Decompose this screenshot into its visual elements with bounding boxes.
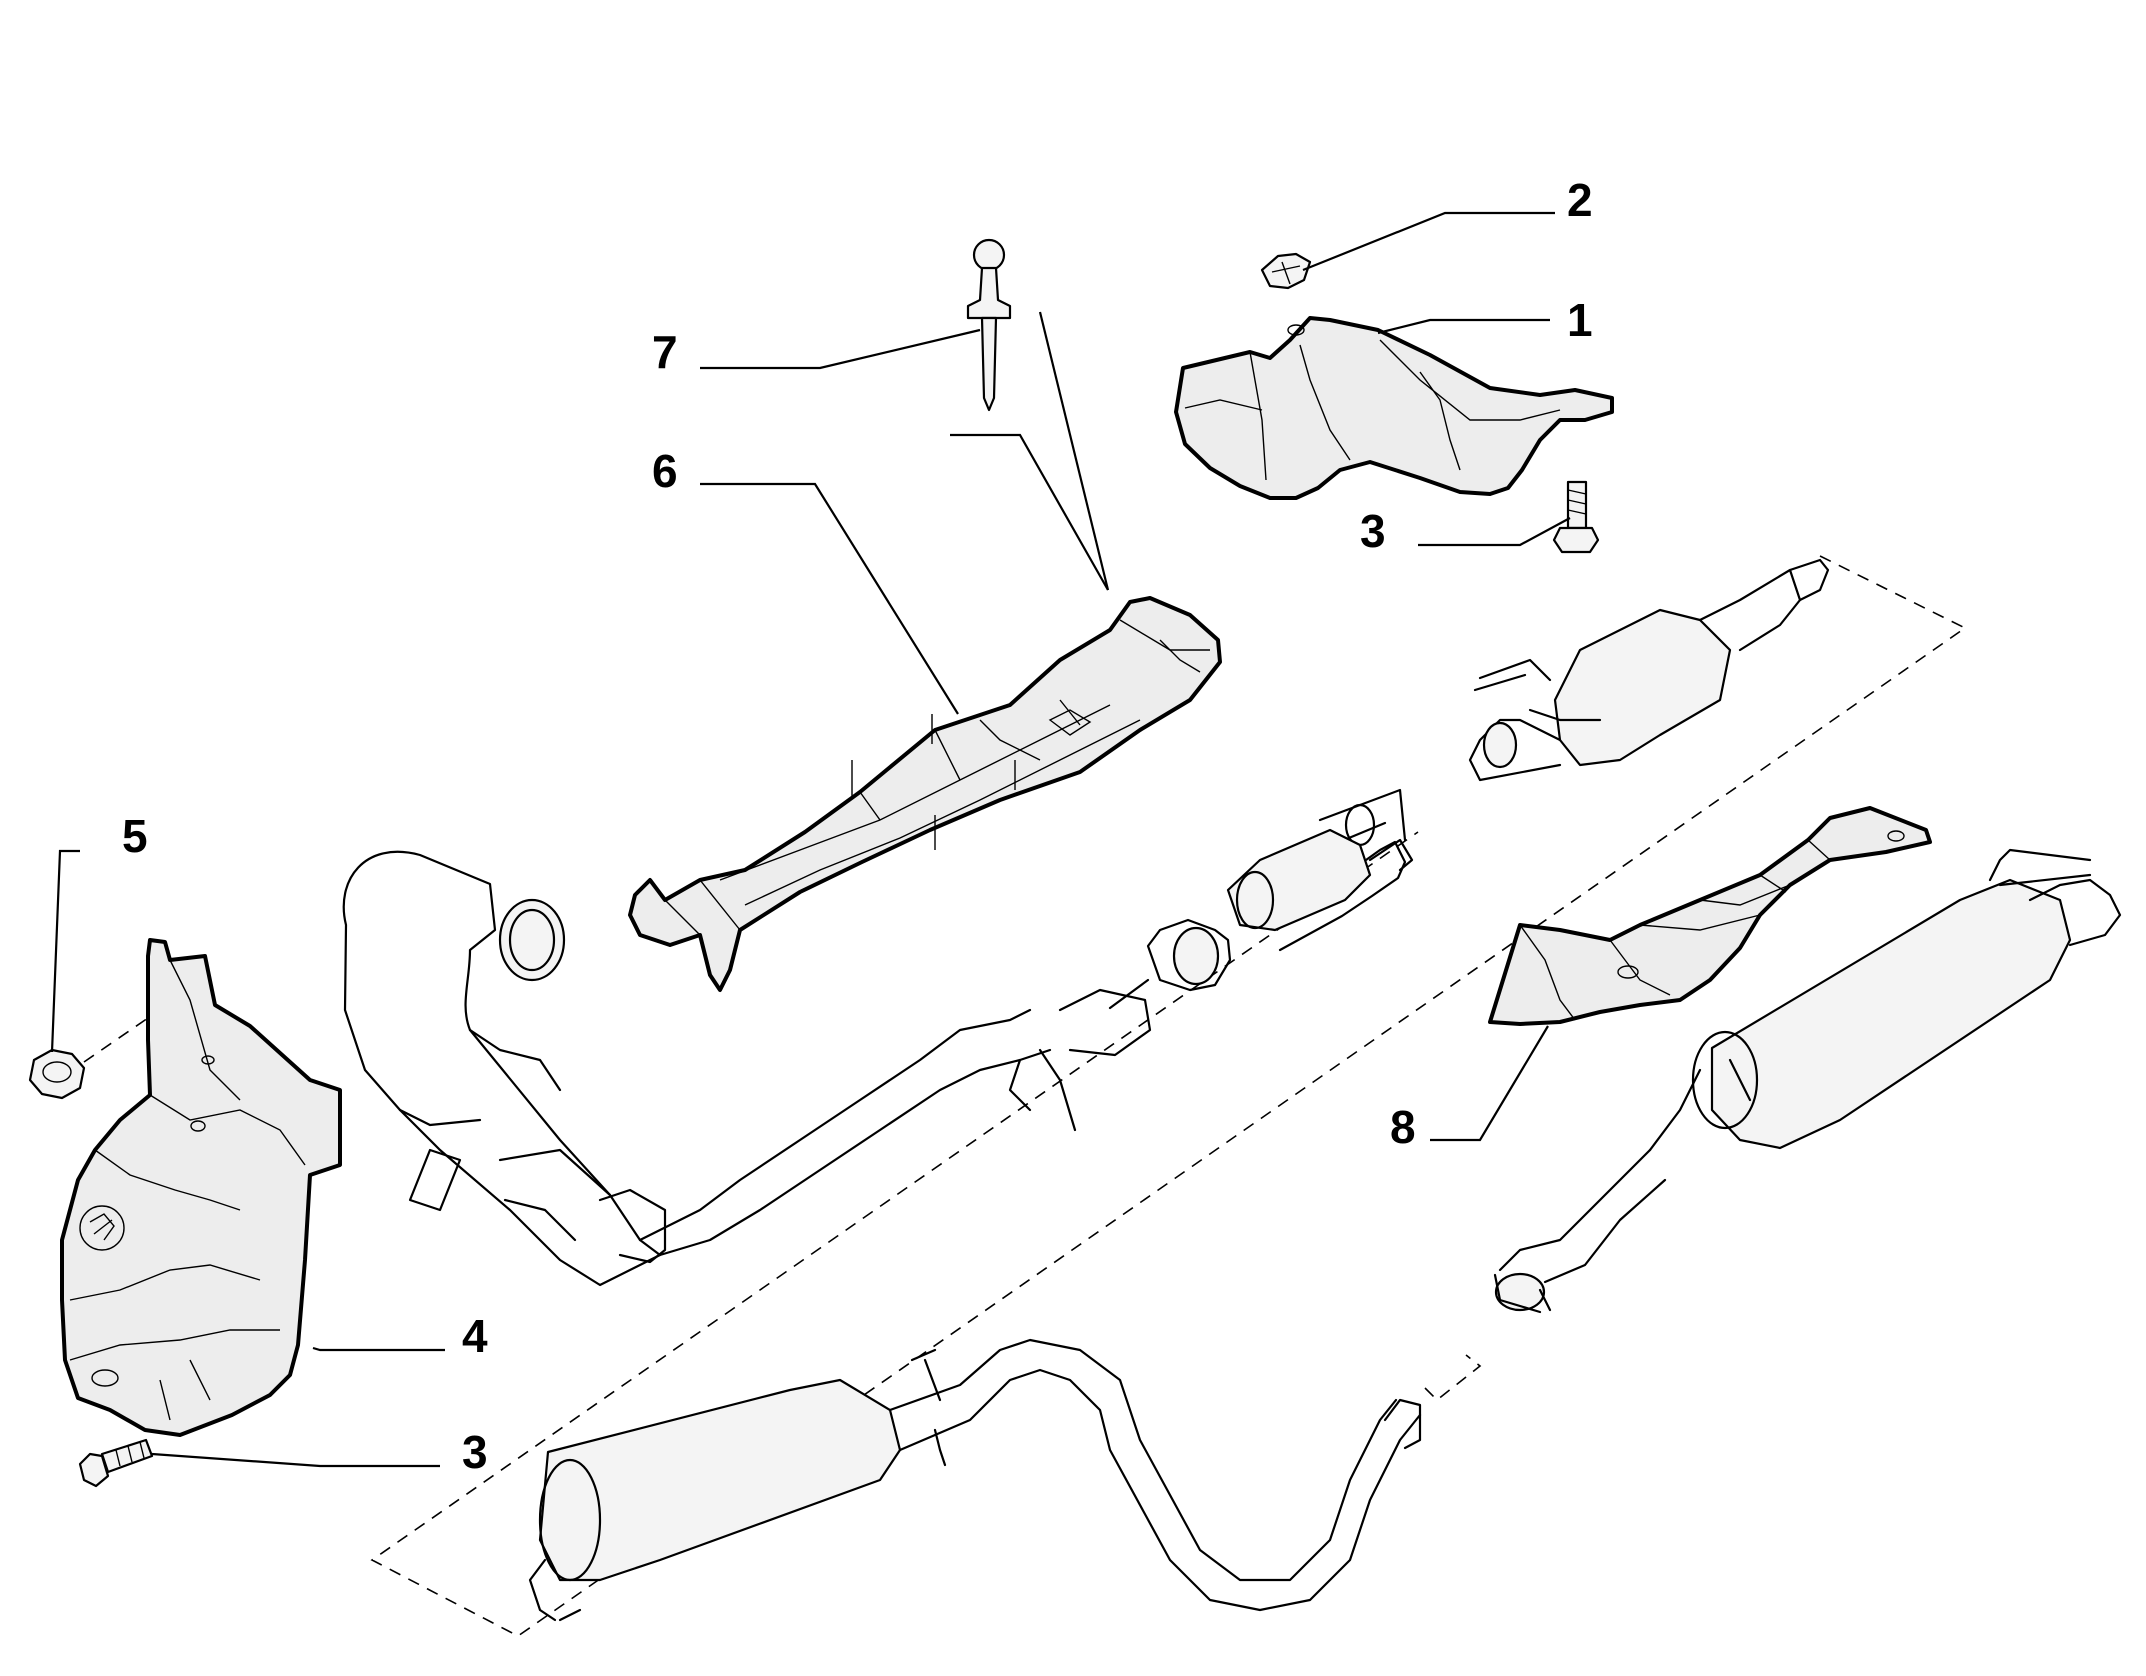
callout-5: 5 bbox=[122, 810, 148, 862]
heat-shield-part-4 bbox=[60, 938, 342, 1437]
center-silencer bbox=[528, 1338, 1422, 1622]
leader-line-8 bbox=[1430, 1025, 1549, 1142]
leader-line-7-rivet-a bbox=[950, 433, 1109, 591]
leader-line-3-lower bbox=[151, 1452, 440, 1468]
callout-3-lower: 3 bbox=[462, 1426, 488, 1478]
callout-1: 1 bbox=[1567, 294, 1593, 346]
dashed-assembly-line bbox=[370, 555, 1967, 1637]
heat-shield-part-1 bbox=[1174, 316, 1614, 500]
front-resonator bbox=[1226, 828, 1414, 932]
leader-line-5 bbox=[50, 849, 80, 1053]
bolt-part-3-lower bbox=[78, 1438, 154, 1488]
leader-line-6 bbox=[700, 482, 959, 715]
heat-shield-part-6 bbox=[628, 596, 1222, 992]
flange-nut-part-5 bbox=[28, 1017, 149, 1100]
leader-line-3-upper bbox=[1418, 517, 1571, 547]
callout-7: 7 bbox=[652, 326, 678, 378]
clip-nut-part-2 bbox=[1260, 252, 1312, 290]
leader-line-4 bbox=[312, 1346, 445, 1352]
heat-shield-part-8 bbox=[1488, 806, 1932, 1026]
callout-8: 8 bbox=[1390, 1101, 1416, 1153]
leader-line-2 bbox=[1302, 211, 1555, 272]
rear-muffler bbox=[1493, 848, 2122, 1314]
leader-lines bbox=[50, 211, 1571, 1468]
center-pipe-flex-section bbox=[1008, 788, 1407, 1132]
push-rivet-part-7 bbox=[966, 238, 1012, 412]
callout-4: 4 bbox=[462, 1310, 488, 1362]
leader-line-7 bbox=[700, 328, 981, 370]
leader-line-7-rivet-b bbox=[1038, 311, 1110, 591]
callout-3-upper: 3 bbox=[1360, 505, 1386, 557]
callout-6: 6 bbox=[652, 445, 678, 497]
front-pipe-catalytic-converter bbox=[342, 850, 1052, 1287]
leader-line-1 bbox=[1377, 318, 1550, 335]
bolt-part-3-upper bbox=[1552, 480, 1600, 554]
catalytic-converter-rear bbox=[1468, 558, 1830, 782]
callout-2: 2 bbox=[1567, 174, 1593, 226]
